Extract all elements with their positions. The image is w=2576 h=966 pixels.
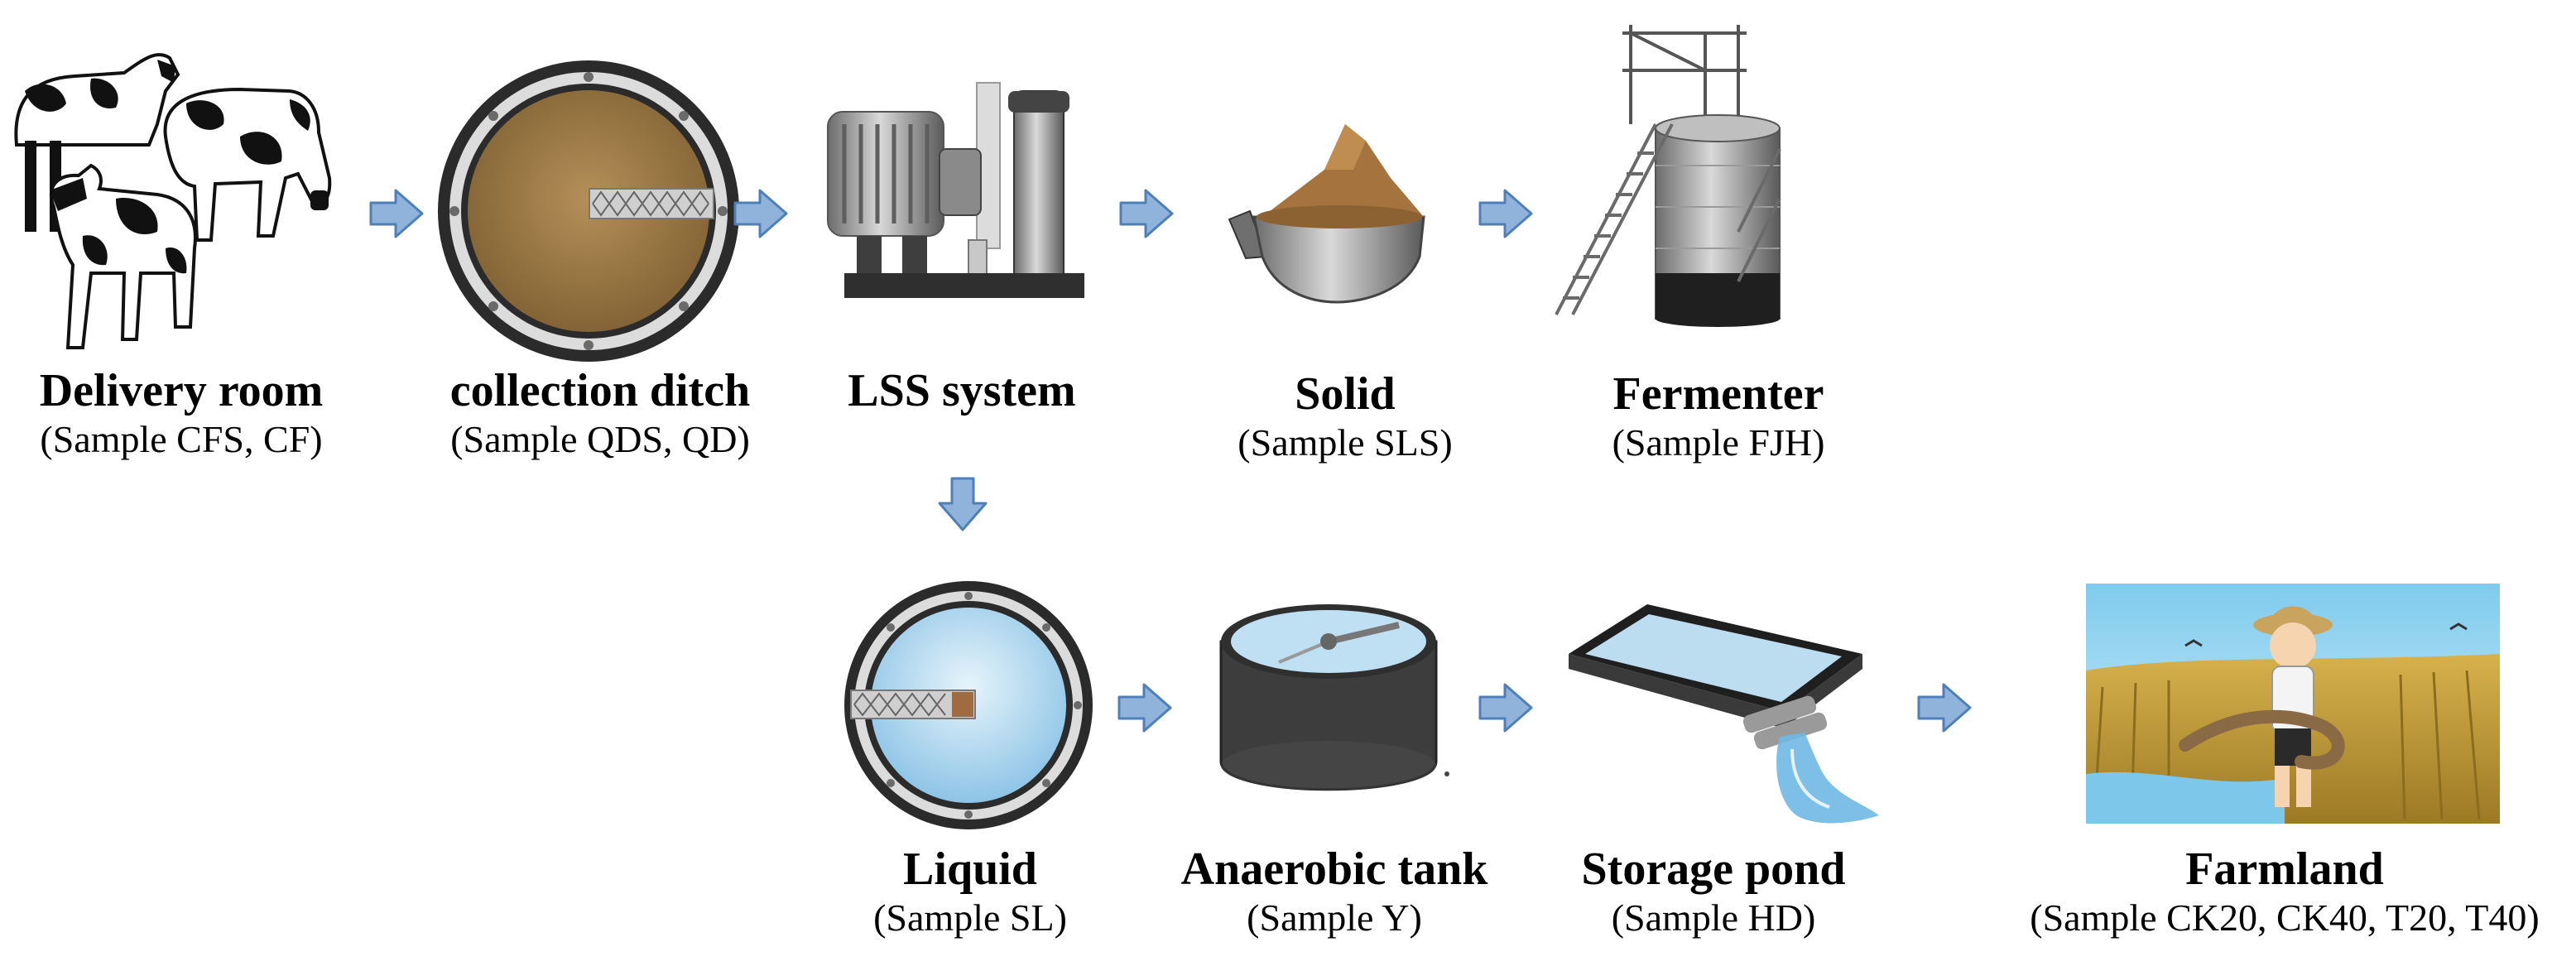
stage-sample: (Sample FJH) (1612, 421, 1825, 464)
arrow-right-icon (369, 189, 424, 238)
stage-title: Delivery room (39, 365, 324, 416)
stage-lss-system: LSS system (848, 364, 1075, 417)
solid-pile-icon (1228, 124, 1425, 304)
stage-solid: Solid (Sample SLS) (1238, 368, 1452, 465)
stage-delivery-room: Delivery room (Sample CFS, CF) (40, 364, 324, 462)
collection-ditch-icon (438, 60, 739, 362)
stage-liquid: Liquid (Sample SL) (873, 843, 1067, 940)
arrow-right-icon (1117, 683, 1172, 733)
stage-title: Farmland (2185, 843, 2384, 895)
stage-collection-ditch: collection ditch (Sample QDS, QD) (450, 364, 750, 462)
stage-sample: (Sample CK20, CK40, T20, T40) (2030, 896, 2540, 939)
stage-farmland: Farmland (Sample CK20, CK40, T20, T40) (2030, 843, 2539, 940)
stage-title: Solid (1295, 368, 1396, 420)
liquid-icon (844, 581, 1093, 829)
stage-sample: (Sample CFS, CF) (40, 418, 323, 460)
stage-sample: (Sample QDS, QD) (450, 418, 750, 460)
lss-system-icon (827, 82, 1084, 298)
farmland-icon (2086, 584, 2500, 824)
stage-anaerobic-tank: Anaerobic tank (Sample Y) (1181, 843, 1488, 940)
stage-title: Anaerobic tank (1180, 843, 1488, 895)
stage-title: LSS system (848, 365, 1076, 416)
stage-title: Fermenter (1612, 368, 1824, 420)
arrow-right-icon (733, 189, 788, 238)
stage-storage-pond: Storage pond (Sample HD) (1582, 843, 1846, 940)
stage-sample: (Sample HD) (1611, 896, 1816, 939)
arrow-right-icon (1119, 189, 1174, 238)
arrow-right-icon (1917, 683, 1972, 733)
stage-title: collection ditch (449, 365, 751, 416)
anaerobic-tank-icon (1219, 604, 1438, 791)
stage-title: Liquid (903, 843, 1037, 895)
stage-sample: (Sample SLS) (1238, 421, 1453, 464)
stage-sample: (Sample SL) (873, 896, 1067, 939)
fermenter-icon (1555, 25, 1781, 327)
arrow-right-icon (1478, 683, 1533, 733)
stage-fermenter: Fermenter (Sample FJH) (1612, 368, 1825, 465)
stage-title: Storage pond (1581, 843, 1846, 895)
arrow-right-icon (1478, 189, 1533, 238)
stage-sample: (Sample Y) (1247, 896, 1422, 939)
cows-icon (14, 53, 332, 349)
arrow-down-icon (938, 477, 988, 531)
storage-pond-icon (1569, 604, 1879, 824)
